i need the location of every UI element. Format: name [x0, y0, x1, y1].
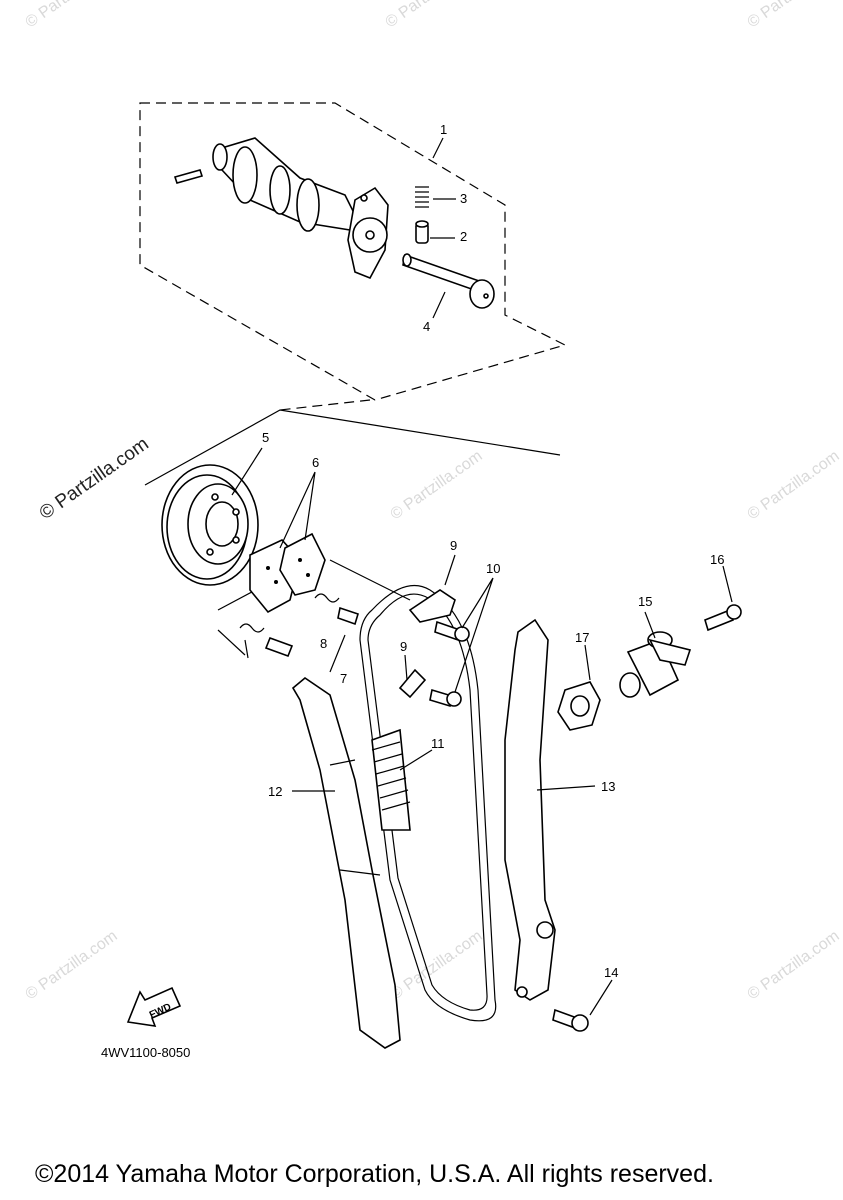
tensioner-gasket: [557, 681, 601, 731]
watermark-text: © Partzilla.com: [388, 448, 486, 524]
callout-5: 5: [262, 430, 269, 445]
bracket-lines: [217, 629, 346, 673]
chain-tensioner: [619, 631, 692, 698]
callout-15: 15: [638, 594, 652, 609]
watermark-layer: © Partzilla.com © Partzilla.com © Partzi…: [23, 0, 843, 1003]
watermark-text: © Partzilla.com: [383, 0, 481, 31]
spring: [415, 186, 429, 208]
callout-9-upper: 9: [450, 538, 457, 553]
return-springs: [239, 593, 340, 659]
fwd-arrow-icon: FWD: [126, 986, 182, 1027]
sprocket-bolts: [264, 606, 359, 658]
callout-17: 17: [575, 630, 589, 645]
callout-4: 4: [423, 319, 430, 334]
decompression-plates: [249, 532, 326, 614]
camshaft-assembly-boundary: [139, 102, 567, 401]
watermark-text: © Partzilla.com: [23, 0, 121, 31]
watermark-text: © Partzilla.com: [23, 928, 121, 1004]
watermark-text: © Partzilla.com: [745, 448, 843, 524]
callout-labels: 1 2 3 4 5 6 7 8 9 9 10 11 12 13 14 15 16…: [262, 122, 724, 980]
callout-9-lower: 9: [400, 639, 407, 654]
callout-3: 3: [460, 191, 467, 206]
callout-13: 13: [601, 779, 615, 794]
front-chain-guide: [291, 676, 401, 1049]
callout-6: 6: [312, 455, 319, 470]
callout-7: 7: [340, 671, 347, 686]
callout-12: 12: [268, 784, 282, 799]
watermark-main: © Partzilla.com: [36, 433, 153, 524]
callout-1: 1: [440, 122, 447, 137]
diagram-code: 4WV1100-8050: [101, 1045, 191, 1060]
callout-2: 2: [460, 229, 467, 244]
watermark-text: © Partzilla.com: [745, 0, 843, 31]
tensioner-guide: [504, 618, 556, 1001]
camshaft: [173, 137, 389, 280]
watermark-text: © Partzilla.com: [745, 928, 843, 1004]
guide-bolts: [429, 620, 470, 708]
callout-8: 8: [320, 636, 327, 651]
tensioner-bolt: [704, 604, 742, 632]
assembly-outline: [329, 559, 411, 601]
callout-16: 16: [710, 552, 724, 567]
chain-guide-upper: [408, 589, 456, 623]
cam-sprocket: [161, 464, 259, 586]
callout-10: 10: [486, 561, 500, 576]
shaft: [402, 253, 495, 309]
copyright-notice: ©2014 Yamaha Motor Corporation, U.S.A. A…: [35, 1160, 714, 1188]
assembly-leader: [279, 399, 371, 411]
guide-pivot-bolt: [552, 1008, 589, 1032]
callout-11: 11: [431, 736, 445, 751]
chain-guide-lower: [398, 668, 427, 699]
leader-lines: [231, 137, 733, 1016]
callout-14: 14: [604, 965, 618, 980]
assembly-outline: [144, 409, 561, 486]
pin: [415, 220, 429, 244]
